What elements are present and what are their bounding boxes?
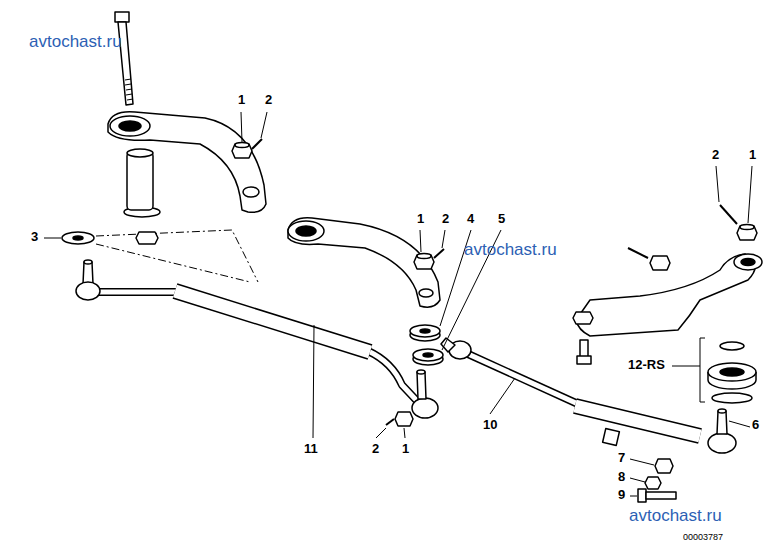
callout-number: 2 (711, 148, 720, 163)
steering-arm (573, 205, 762, 364)
callout-number: 2 (441, 212, 450, 227)
tie-rod (441, 338, 736, 502)
drawing-number: 00003787 (682, 532, 724, 542)
watermark: avtochast.ru (28, 32, 123, 52)
center-tie-rod (76, 260, 438, 426)
callout-number: 2 (264, 93, 273, 108)
watermark: avtochast.ru (628, 506, 723, 526)
parts (44, 12, 762, 502)
callout-number: 3 (30, 230, 39, 245)
callout-number: 1 (237, 93, 246, 108)
assembly-line (96, 230, 258, 282)
callout-number: 9 (617, 488, 626, 503)
washer (62, 232, 94, 244)
watermark: avtochast.ru (463, 240, 558, 260)
callout-number: 8 (617, 470, 626, 485)
callout-number: 4 (466, 212, 475, 227)
leader-lines (44, 112, 752, 496)
callout-number: 1 (416, 212, 425, 227)
pitman-arm (288, 218, 444, 307)
callout-number: 6 (751, 418, 760, 433)
idler-arm (108, 12, 266, 244)
callout-number: 7 (617, 451, 626, 466)
bearing-set (672, 338, 756, 403)
callout-number: 2 (371, 442, 380, 457)
callout-number: 1 (748, 148, 757, 163)
callout-number: 12-RS (627, 358, 666, 373)
callout-number: 5 (497, 212, 506, 227)
callout-number: 1 (401, 442, 410, 457)
callout-number: 10 (482, 418, 498, 433)
callout-number: 11 (303, 442, 319, 457)
